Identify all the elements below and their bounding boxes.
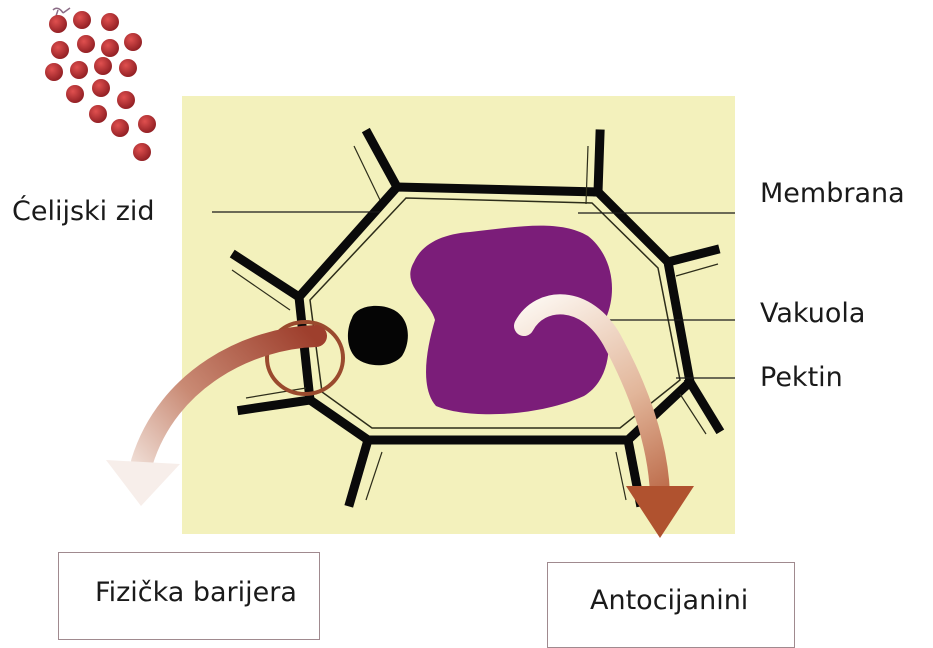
label-anthocyanins: Antocijanini (590, 587, 748, 614)
label-pectin: Pektin (760, 364, 843, 391)
nucleus (348, 306, 408, 365)
physical-barrier-box: Fizička barijera (58, 552, 320, 640)
grape-cluster-icon (45, 8, 156, 161)
label-vacuole: Vakuola (760, 300, 865, 327)
label-cell-wall: Ćelijski zid (12, 198, 155, 225)
anthocyanins-box: Antocijanini (547, 562, 795, 648)
label-membrane: Membrana (760, 180, 905, 207)
label-physical-barrier: Fizička barijera (95, 579, 297, 606)
